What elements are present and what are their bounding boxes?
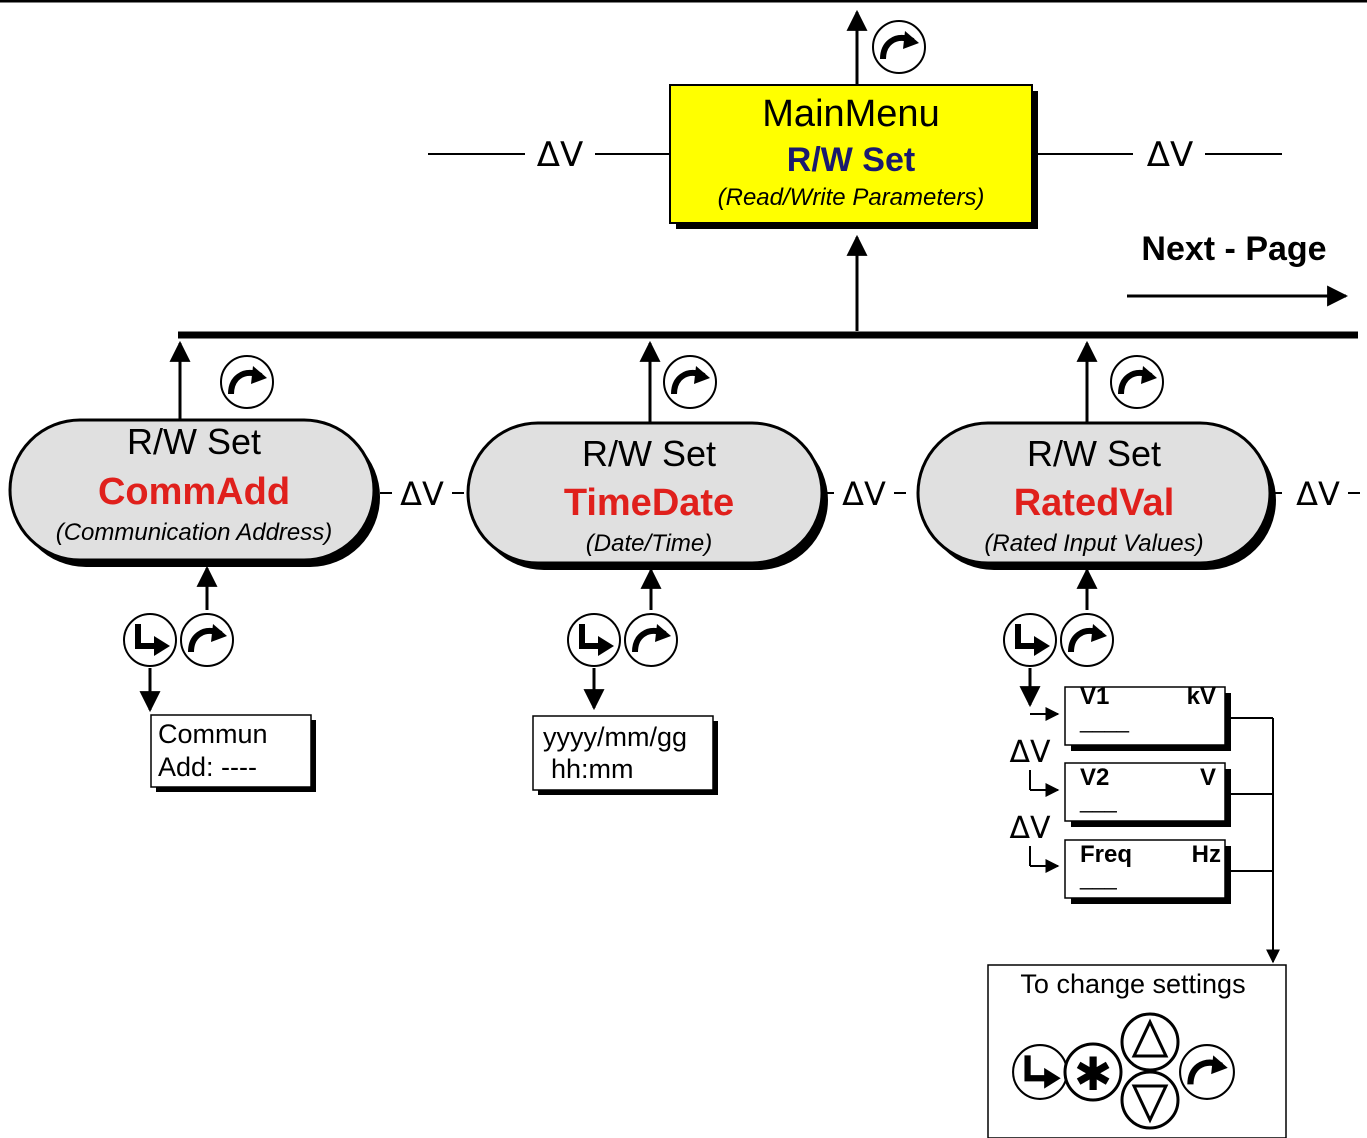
enter-arrow-icon[interactable] xyxy=(124,614,176,666)
back-arrow-icon[interactable] xyxy=(1180,1045,1234,1099)
rated-v2-label: V2 xyxy=(1080,764,1109,791)
svg-text:✱: ✱ xyxy=(1074,1047,1113,1101)
main-menu-box[interactable]: MainMenu R/W Set (Read/Write Parameters) xyxy=(669,84,1038,229)
timedate-nav-symbol[interactable]: ΔV xyxy=(842,475,886,513)
asterisk-icon[interactable]: ✱ xyxy=(1063,1042,1123,1102)
rated-freq-value: ___ xyxy=(1079,865,1117,890)
rated-v2-unit: V xyxy=(1200,764,1216,791)
ratedval-name: RatedVal xyxy=(1014,482,1175,524)
timedate-name: TimeDate xyxy=(564,482,734,524)
main-menu-title: MainMenu xyxy=(762,93,939,135)
rated-freq-label: Freq xyxy=(1080,841,1132,868)
down-triangle-icon[interactable] xyxy=(1120,1070,1180,1130)
main-menu-name: R/W Set xyxy=(787,141,915,179)
commadd-display: Commun Add: ---- xyxy=(150,714,316,792)
rated-v1-display[interactable]: V1 kV ____ xyxy=(1064,683,1231,751)
main-menu-description: (Read/Write Parameters) xyxy=(718,184,985,211)
rated-v1-value: ____ xyxy=(1079,708,1130,733)
timedate-display-line1: yyyy/mm/gg xyxy=(543,722,687,752)
ratedval-menu-pill[interactable]: R/W Set RatedVal (Rated Input Values) xyxy=(916,421,1276,570)
commadd-description: (Communication Address) xyxy=(56,519,333,546)
rated-v2-display[interactable]: V2 V ___ xyxy=(1064,762,1231,827)
ratedval-nav-symbol[interactable]: ΔV xyxy=(1296,475,1340,513)
enter-arrow-icon[interactable] xyxy=(1004,614,1056,666)
timedate-menu-pill[interactable]: R/W Set TimeDate (Date/Time) xyxy=(466,421,828,570)
back-arrow-icon[interactable] xyxy=(181,614,233,666)
back-arrow-icon[interactable] xyxy=(1061,614,1113,666)
commadd-display-line2: Add: ---- xyxy=(158,752,257,782)
rated-freq-display[interactable]: Freq Hz ___ xyxy=(1064,839,1231,904)
rated-v1-unit: kV xyxy=(1187,683,1216,710)
next-page-label[interactable]: Next - Page xyxy=(1141,230,1326,268)
main-right-nav-symbol[interactable]: ΔV xyxy=(1147,135,1194,175)
main-left-nav-symbol[interactable]: ΔV xyxy=(537,135,584,175)
change-settings-panel: To change settings ✱ xyxy=(987,964,1287,1138)
timedate-display-line2: hh:mm xyxy=(551,754,634,784)
ratedval-description: (Rated Input Values) xyxy=(984,530,1203,557)
commadd-display-line1: Commun xyxy=(158,719,268,749)
back-arrow-icon[interactable] xyxy=(221,356,273,408)
back-arrow-icon[interactable] xyxy=(625,614,677,666)
timedate-description: (Date/Time) xyxy=(586,530,712,557)
ratedval-nav-symbol-1[interactable]: ΔV xyxy=(1009,735,1051,770)
back-arrow-icon[interactable] xyxy=(873,21,925,73)
rated-v2-value: ___ xyxy=(1079,788,1117,813)
timedate-title: R/W Set xyxy=(582,433,716,474)
commadd-nav-symbol[interactable]: ΔV xyxy=(400,475,444,513)
back-arrow-icon[interactable] xyxy=(1111,356,1163,408)
commadd-title: R/W Set xyxy=(127,421,261,462)
ratedval-title: R/W Set xyxy=(1027,433,1161,474)
up-triangle-icon[interactable] xyxy=(1120,1012,1180,1072)
enter-arrow-icon[interactable] xyxy=(1013,1045,1067,1099)
rated-v1-label: V1 xyxy=(1080,683,1109,710)
commadd-menu-pill[interactable]: R/W Set CommAdd (Communication Address) xyxy=(8,418,380,567)
enter-arrow-icon[interactable] xyxy=(568,614,620,666)
timedate-display: yyyy/mm/gg hh:mm xyxy=(532,715,718,795)
back-arrow-icon[interactable] xyxy=(664,356,716,408)
ratedval-nav-symbol-2[interactable]: ΔV xyxy=(1009,811,1051,846)
commadd-name: CommAdd xyxy=(98,471,290,513)
change-settings-title: To change settings xyxy=(1020,969,1245,999)
rated-freq-unit: Hz xyxy=(1192,841,1221,868)
